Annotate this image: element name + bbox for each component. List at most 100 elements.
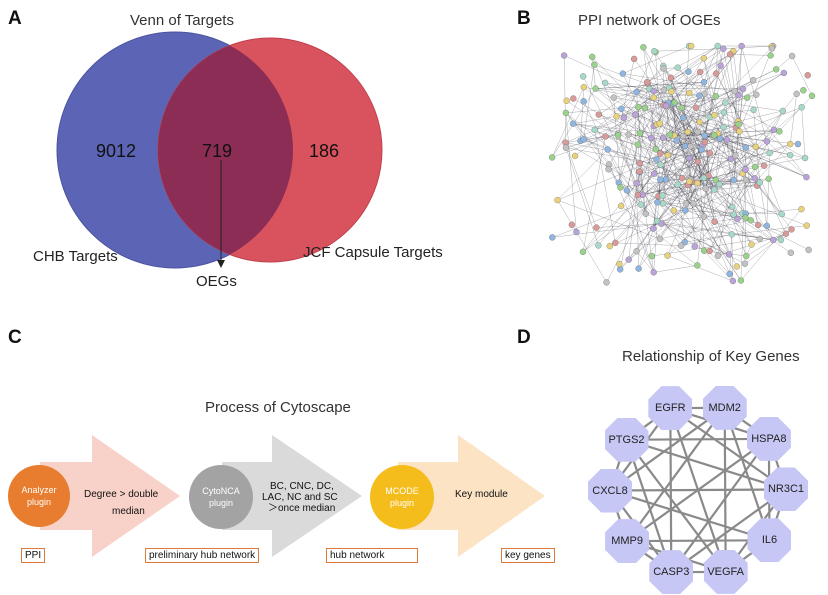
ppi-node [614,132,622,139]
ppi-node [686,89,693,97]
key-genes-tag: key genes [501,548,555,563]
ppi-edges [551,45,813,283]
gene-node-nr3c1: NR3C1 [763,467,808,512]
ppi-node [674,181,681,188]
panel-b-letter: B [517,8,531,29]
venn-overlap [158,38,293,262]
ppi-node [720,109,728,116]
ppi-node [686,178,693,185]
gene-node-casp3: CASP3 [649,550,694,595]
panel-c-letter: C [8,327,22,348]
ppi-node [579,248,587,255]
ppi-node [711,112,718,119]
ppi-node [636,160,643,167]
stage3-arrow [398,435,545,557]
ppi-node [793,90,800,97]
ppi-node [722,99,729,106]
ppi-node [747,217,755,224]
ppi-node [650,87,657,95]
ppi-node [712,176,719,184]
gene-edge [670,438,770,573]
ppi-node [657,176,664,183]
ppi-node [604,146,611,153]
ppi-node [619,70,626,77]
ppi-node [641,104,649,112]
ppi-node [714,42,721,50]
ppi-node [780,69,788,77]
ppi-node [730,176,737,184]
ppi-title: PPI network of OGEs [578,12,721,29]
ppi-node [701,138,709,146]
ppi-node [742,214,749,221]
venn-right-label: JCF Capsule Targets [303,244,443,261]
ppi-node [725,251,733,258]
ppi-node [613,113,620,120]
ppi-node [787,249,794,256]
ppi-node [750,77,757,84]
ppi-node [678,174,686,182]
ppi-node [735,121,742,128]
ppi-node [686,154,693,162]
gene-node-vegfa: VEGFA [703,549,748,594]
ppi-node [720,123,727,131]
ppi-node [687,143,694,150]
ppi-node [591,126,598,134]
preliminary-hub-network-tag: preliminary hub network [145,548,260,563]
ppi-node [606,242,613,250]
ppi-node [684,128,691,136]
ppi-node [773,66,780,73]
ppi-node [650,94,657,101]
gene-edge [609,489,770,542]
ppi-node [798,104,805,111]
ppi-node [666,131,674,138]
ppi-node [667,74,675,81]
panel-a-letter: A [8,8,22,29]
ppi-node [737,277,745,284]
ppi-node [788,52,796,60]
ppi-node [633,180,640,187]
gene-node-mdm2: MDM2 [702,385,747,430]
ppi-node [755,221,762,229]
ppi-node [782,230,790,237]
ppi-node [694,128,701,136]
ppi-node [761,162,768,169]
ppi-node [701,132,708,139]
ppi-node [711,186,718,193]
ppi-node [787,151,794,159]
ppi-node [679,132,687,140]
gene-node-cxcl8: CXCL8 [588,468,632,513]
ppi-node [756,179,763,186]
ppi-node [736,128,743,135]
ppi-node [728,231,735,238]
ppi-node [778,210,785,218]
ppi-node [805,246,812,254]
ppi-node [605,166,612,173]
ppi-node [733,263,741,270]
ppi-node [766,149,773,157]
cytoscape-title: Process of Cytoscape [205,399,351,416]
analyzer-line1: Analyzer [21,485,57,495]
ppi-node [653,156,660,163]
ppi-node [767,52,774,59]
ppi-node [711,132,718,139]
ppi-node [648,134,655,142]
oegs-arrow-head [217,260,225,268]
venn-title: Venn of Targets [130,12,234,29]
ppi-node [656,120,663,127]
ppi-node [630,55,638,63]
ppi-node [808,92,816,99]
ppi-node [642,210,649,217]
ppi-node [742,144,750,151]
ppi-node [633,248,640,255]
ppi-node [678,104,685,112]
gene-edge [723,407,771,541]
ppi-node [770,236,777,244]
stage3-text-line1: Key module [455,489,508,500]
ppi-node [716,135,724,142]
ppi-node [729,203,736,211]
analyzer-plugin-circle: Analyzer plugin [8,465,70,527]
ppi-node [779,107,786,115]
ppi-node [777,236,785,244]
ppi-node [616,260,623,268]
ppi-node [706,247,713,255]
